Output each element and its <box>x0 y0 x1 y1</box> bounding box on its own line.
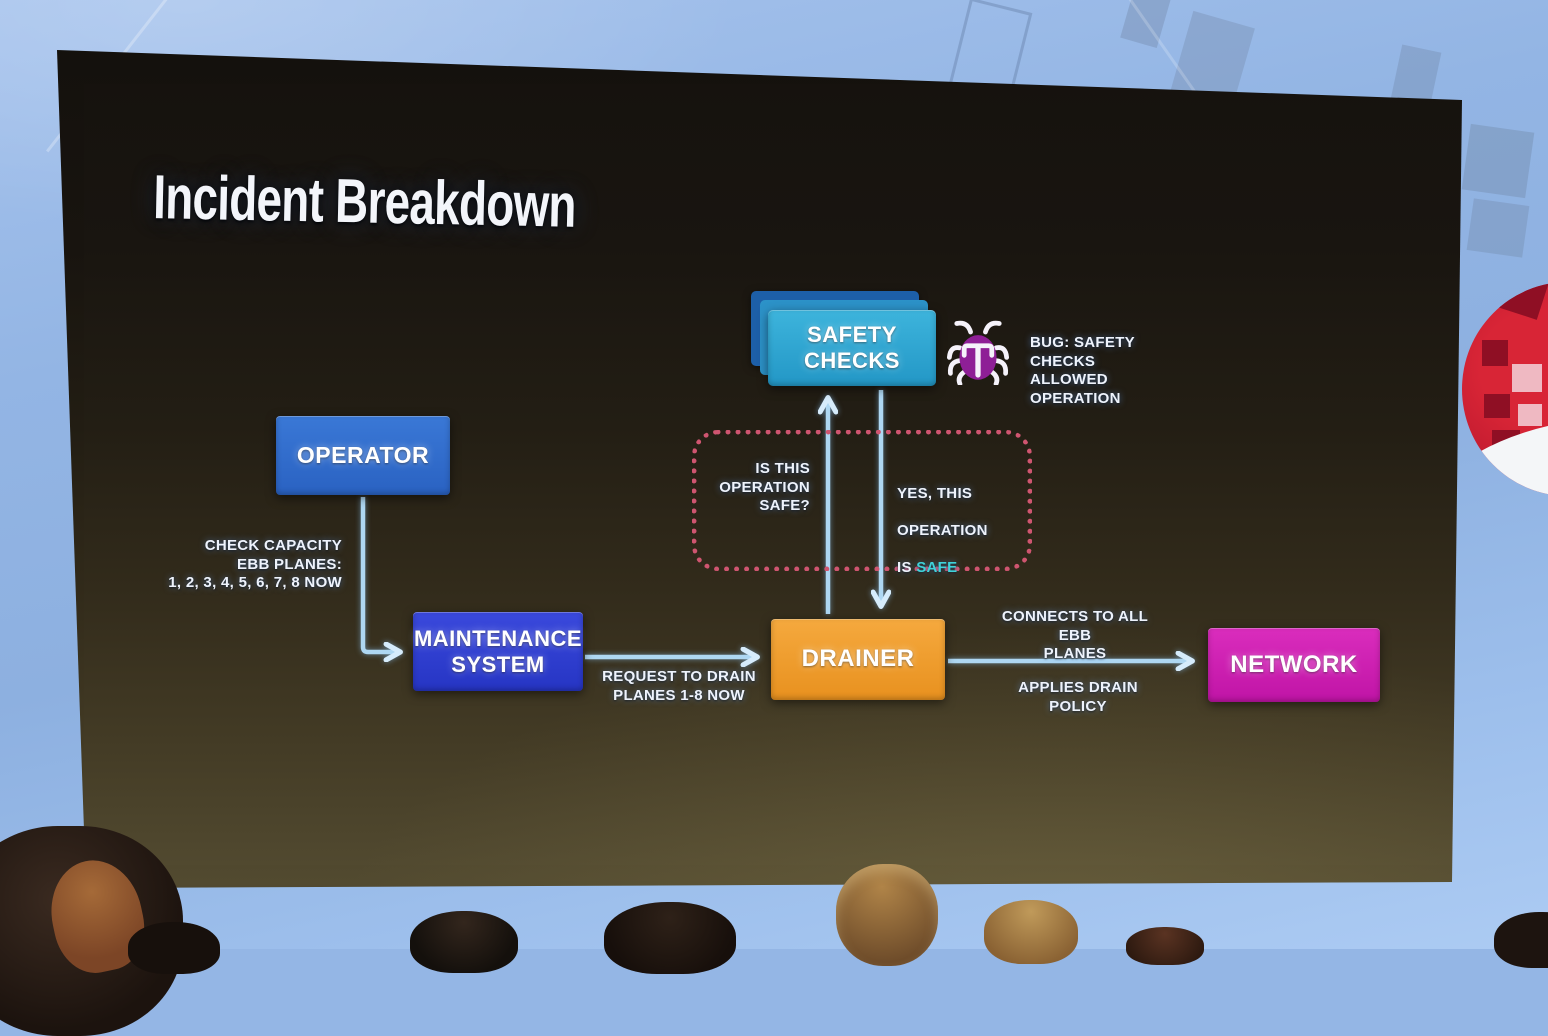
drainer-label: DRAINER <box>801 645 915 673</box>
check-capacity-label: CHECK CAPACITY EBB PLANES: 1, 2, 3, 4, 5… <box>168 537 342 591</box>
network-node: NETWORK <box>1208 628 1380 702</box>
audience-head <box>604 902 736 974</box>
safe-highlight: SAFE <box>916 558 958 576</box>
safety-question-region <box>692 430 1032 571</box>
safety-checks-label: SAFETY CHECKS <box>804 322 900 373</box>
operator-label: OPERATOR <box>296 441 430 468</box>
request-drain-label: REQUEST TO DRAIN PLANES 1-8 NOW <box>602 668 756 704</box>
network-label: NETWORK <box>1230 650 1358 678</box>
drainer-node: DRAINER <box>771 619 945 700</box>
wall-decor-shape <box>1466 198 1530 258</box>
connects-planes-label: CONNECTS TO ALL EBB PLANES <box>1001 608 1149 662</box>
operator-node: OPERATOR <box>276 416 450 495</box>
bug-icon <box>946 320 1010 385</box>
is-this-operation-safe-label: IS THIS OPERATION SAFE? <box>719 460 810 514</box>
arrow-operator-to-maintenance <box>360 497 398 652</box>
audience-head <box>836 864 938 966</box>
audience-head <box>128 922 220 974</box>
maintenance-system-node: MAINTENANCE SYSTEM <box>413 612 583 691</box>
audience-head <box>410 911 518 973</box>
bug-note-label: BUG: SAFETY CHECKS ALLOWED OPERATION <box>1030 334 1135 407</box>
audience-head <box>984 900 1078 964</box>
applies-policy-label: APPLIES DRAIN POLICY <box>1018 679 1138 715</box>
safety-checks-node: SAFETY CHECKS <box>768 310 936 386</box>
audience-head <box>1126 927 1204 965</box>
maintenance-system-label: MAINTENANCE SYSTEM <box>413 625 583 677</box>
yes-operation-safe-label: YES, THIS OPERATION IS SAFE <box>897 484 988 576</box>
projector-screen: Incident Breakdown OPERATOR SAFETY CHECK… <box>57 50 1462 888</box>
wall-decor-shape <box>1461 123 1535 199</box>
